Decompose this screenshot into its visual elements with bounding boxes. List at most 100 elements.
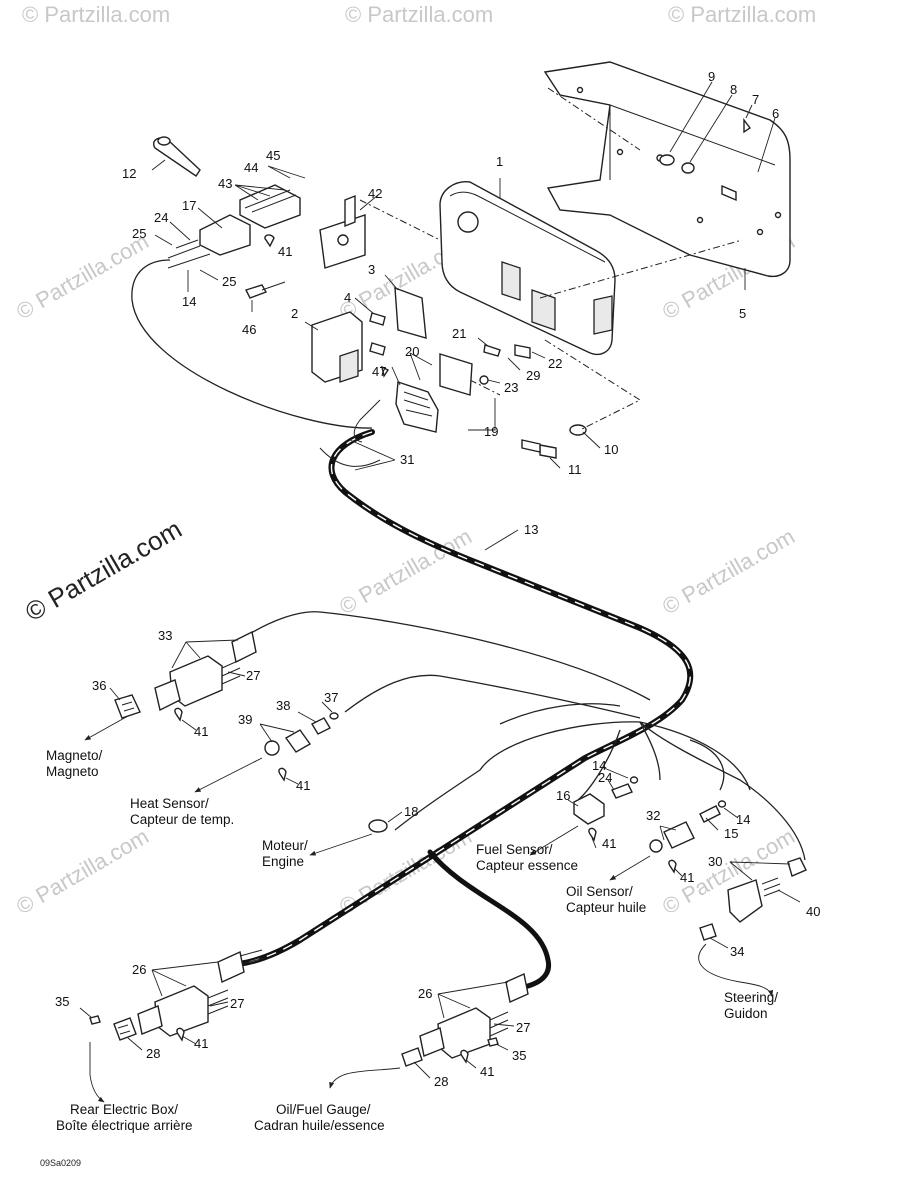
watermark-text: © Partzilla.com	[658, 524, 799, 620]
callout-18: 18	[404, 804, 418, 819]
callout-34: 34	[730, 944, 744, 959]
watermark-text: © Partzilla.com	[12, 824, 153, 920]
callout-27-rear: 27	[230, 996, 244, 1011]
callout-16: 16	[556, 788, 570, 803]
oil-sensor-group	[609, 800, 739, 881]
label-rear-box-fr: Boîte électrique arrière	[56, 1118, 193, 1133]
callout-11: 11	[568, 462, 582, 477]
label-heat-fr: Capteur de temp.	[130, 812, 234, 827]
callout-44: 44	[244, 160, 258, 175]
callout-15: 15	[724, 826, 738, 841]
callout-37: 37	[324, 690, 338, 705]
watermark-text: © Partzilla.com	[22, 2, 170, 27]
callout-47: 47	[372, 364, 386, 379]
callout-28-rear: 28	[146, 1046, 160, 1061]
label-engine-en: Engine	[262, 854, 304, 869]
callout-numbers: 1 2 3 4 5 6 7 8 9 10 11 12 13 14 14 14 1…	[55, 69, 820, 1089]
callout-25-right: 25	[222, 274, 236, 289]
magneto-connector-group	[84, 630, 257, 741]
label-gauge-fr: Cadran huile/essence	[254, 1118, 385, 1133]
callout-41-magneto: 41	[194, 724, 208, 739]
callout-1: 1	[496, 154, 503, 169]
diagram-code: 09Sa0209	[40, 1158, 81, 1168]
label-steering-fr: Guidon	[724, 1006, 768, 1021]
callout-13: 13	[524, 522, 538, 537]
electronic-module	[439, 181, 616, 356]
callout-22: 22	[548, 356, 562, 371]
bolt-washer-stack	[521, 117, 752, 459]
callout-28-gauge: 28	[434, 1074, 448, 1089]
callout-14-fuel: 14	[592, 758, 606, 773]
callout-29: 29	[526, 368, 540, 383]
leader-lines-top	[151, 81, 776, 551]
callout-2: 2	[291, 306, 298, 321]
label-fuel-fr: Capteur essence	[476, 858, 578, 873]
callout-31: 31	[400, 452, 414, 467]
engine-ground-group	[309, 811, 403, 856]
callout-32: 32	[646, 808, 660, 823]
callout-8: 8	[730, 82, 737, 97]
label-heat-en: Heat Sensor/	[130, 796, 209, 811]
dash-lines	[359, 87, 743, 431]
mounting-bracket	[543, 61, 791, 278]
label-rear-box-en: Rear Electric Box/	[70, 1102, 178, 1117]
callout-41-rear: 41	[194, 1036, 208, 1051]
callout-24-top: 24	[154, 210, 168, 225]
label-oil-fr: Capteur huile	[566, 900, 646, 915]
main-harness	[131, 259, 694, 991]
callout-26-gauge: 26	[418, 986, 432, 1001]
label-gauge-en: Oil/Fuel Gauge/	[276, 1102, 371, 1117]
steering-connector-group	[698, 857, 807, 997]
heat-sensor-group	[194, 701, 339, 793]
callout-7: 7	[752, 92, 759, 107]
callout-20: 20	[405, 344, 419, 359]
callout-39: 39	[238, 712, 252, 727]
fuel-sensor-group	[529, 767, 639, 856]
label-fuel-en: Fuel Sensor/	[476, 842, 553, 857]
watermark-text: © Partzilla.com	[12, 229, 153, 325]
callout-41-gauge: 41	[480, 1064, 494, 1079]
branch-wires	[239, 611, 806, 861]
callout-19: 19	[484, 424, 498, 439]
callout-6: 6	[772, 106, 779, 121]
callout-5: 5	[739, 306, 746, 321]
callout-30: 30	[708, 854, 722, 869]
callout-43: 43	[218, 176, 232, 191]
callout-41-fuel: 41	[602, 836, 616, 851]
callout-27-gauge: 27	[516, 1020, 530, 1035]
callout-23: 23	[504, 380, 518, 395]
callout-17: 17	[182, 198, 196, 213]
callout-3: 3	[368, 262, 375, 277]
callout-40: 40	[806, 904, 820, 919]
callout-36: 36	[92, 678, 106, 693]
callout-24-fuel: 24	[598, 770, 612, 785]
callout-12: 12	[122, 166, 136, 181]
gauge-connector-group	[329, 973, 529, 1089]
callout-46: 46	[242, 322, 256, 337]
callout-9: 9	[708, 69, 715, 84]
callout-35-rear: 35	[55, 994, 69, 1009]
callout-41-heat: 41	[296, 778, 310, 793]
top-left-components	[153, 136, 531, 467]
callout-4: 4	[344, 290, 351, 305]
watermark-text: © Partzilla.com	[335, 524, 476, 620]
watermark-logo-text: © Partzilla.com	[20, 514, 187, 628]
callout-38: 38	[276, 698, 290, 713]
rear-box-connector-group	[79, 949, 265, 1103]
callout-45: 45	[266, 148, 280, 163]
watermark-text: © Partzilla.com	[668, 2, 816, 27]
label-oil-en: Oil Sensor/	[566, 884, 633, 899]
callout-42: 42	[368, 186, 382, 201]
callout-14-oil: 14	[736, 812, 750, 827]
callout-26-rear: 26	[132, 962, 146, 977]
callout-25-left: 25	[132, 226, 146, 241]
label-magneto-fr: Magneto	[46, 764, 99, 779]
watermark-text: © Partzilla.com	[345, 2, 493, 27]
label-magneto-en: Magneto/	[46, 748, 103, 763]
callout-41-oil: 41	[680, 870, 694, 885]
destination-labels: Magneto/ Magneto Heat Sensor/ Capteur de…	[46, 748, 778, 1133]
label-engine-fr: Moteur/	[262, 838, 308, 853]
callout-10: 10	[604, 442, 618, 457]
label-steering-en: Steering/	[724, 990, 778, 1005]
